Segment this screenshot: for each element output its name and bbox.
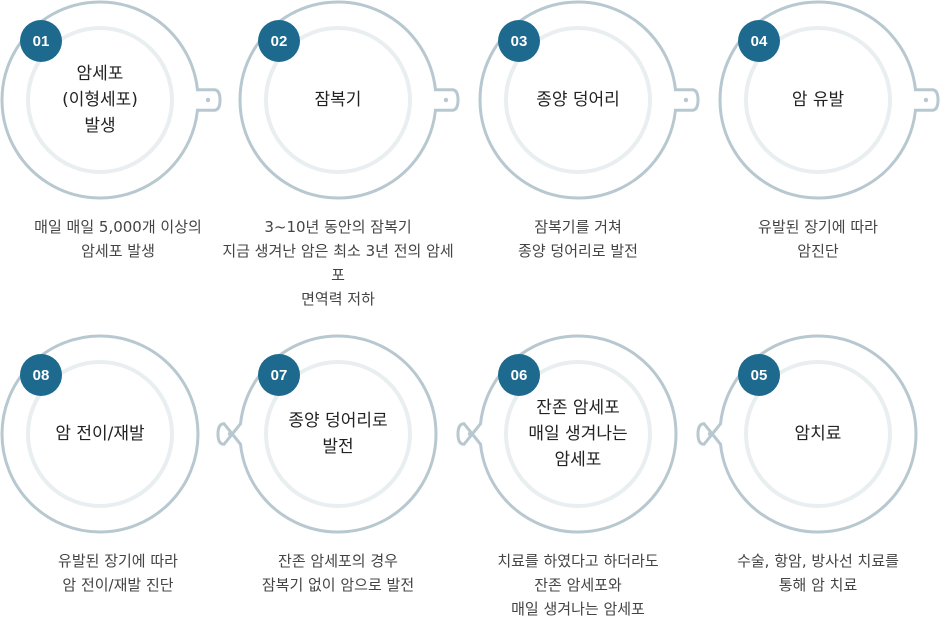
step-title: 잔존 암세포 매일 생겨나는 암세포: [528, 398, 628, 470]
step-number-badge: 07: [258, 354, 300, 396]
outer-ring: [0, 334, 200, 534]
step-title: 암 전이/재발: [55, 424, 145, 444]
connector-dot: [443, 97, 449, 103]
connector-dot: [467, 431, 473, 437]
step-title: 암세포 (이형세포) 발생: [62, 64, 138, 136]
step-number-badge: 03: [498, 20, 540, 62]
inner-disc: [264, 26, 412, 174]
step-description: 수술, 항암, 방사선 치료를 통해 암 치료: [737, 552, 899, 594]
step-title: 암치료: [794, 424, 842, 444]
step-description: 유발된 장기에 따라 암 전이/재발 진단: [58, 552, 178, 594]
inner-disc: [26, 360, 174, 508]
inner-disc: [504, 360, 652, 508]
connector-dot: [205, 97, 211, 103]
step-ring: [696, 334, 918, 534]
connector-dot: [227, 431, 233, 437]
step-description: 잔존 암세포의 경우 잠복기 없이 암으로 발전: [261, 552, 415, 594]
step-number-badge: 04: [738, 20, 780, 62]
step-title: 잠복기: [314, 90, 362, 110]
inner-disc: [264, 360, 412, 508]
inner-disc: [26, 26, 174, 174]
step-title: 암 유발: [791, 90, 845, 110]
step-number-badge: 02: [258, 20, 300, 62]
connector-dot: [707, 431, 713, 437]
inner-disc: [744, 360, 892, 508]
step-description: 3~10년 동안의 잠복기 지금 생겨난 암은 최소 3년 전의 암세포 면역력…: [222, 218, 454, 308]
step-title: 종양 덩어리: [536, 90, 620, 110]
inner-disc: [504, 26, 652, 174]
step-description: 잠복기를 거쳐 종양 덩어리로 발전: [518, 218, 638, 260]
step-number-badge: 08: [20, 354, 62, 396]
step-ring: [0, 0, 222, 200]
step-description: 치료를 하였다고 하더라도 잔존 암세포와 매일 생겨나는 암세포: [497, 552, 659, 618]
step-description: 유발된 장기에 따라 암진단: [758, 218, 878, 260]
step-ring: [216, 334, 438, 534]
outer-ring: [216, 334, 438, 534]
outer-ring: [696, 334, 918, 534]
step-ring: [0, 334, 200, 534]
step-number-badge: 05: [738, 354, 780, 396]
step-ring: [456, 334, 678, 534]
step-02: 02 잠복기 3~10년 동안의 잠복기 지금 생겨난 암은 최소 3년 전의 암세…: [222, 0, 474, 308]
connector-dot: [683, 97, 689, 103]
step-title: 종양 덩어리로 발전: [288, 411, 388, 457]
step-number-badge: 06: [498, 354, 540, 396]
connector-dot: [923, 97, 929, 103]
step-description: 매일 매일 5,000개 이상의 암세포 발생: [34, 218, 202, 260]
inner-disc: [744, 26, 892, 174]
outer-ring: [456, 334, 678, 534]
step-number-badge: 01: [20, 20, 62, 62]
